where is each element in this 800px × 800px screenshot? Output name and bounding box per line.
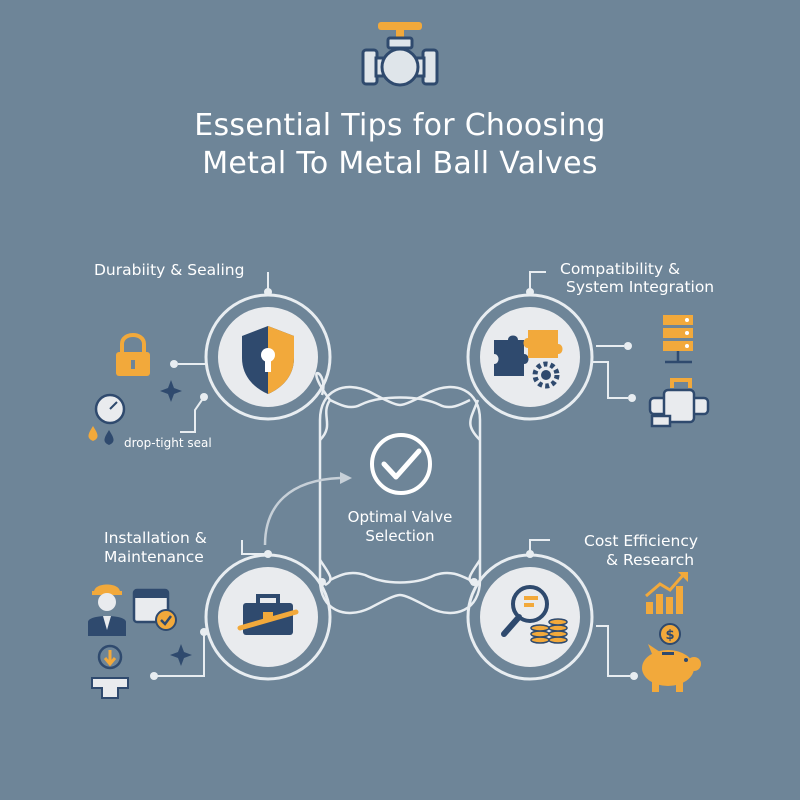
node-cost xyxy=(466,539,638,681)
server-icon xyxy=(663,315,693,364)
checkmark-circle-icon xyxy=(370,433,432,495)
pipe-fitting-icon xyxy=(91,677,129,699)
label-durability: Durabiity & Sealing xyxy=(94,261,245,279)
svg-text:$: $ xyxy=(665,628,674,643)
download-icon xyxy=(97,644,123,670)
checkmark-icon xyxy=(381,448,422,480)
node-compatibility xyxy=(466,271,636,421)
piggy-bank-icon xyxy=(642,644,701,692)
dollar-coin-icon: $ xyxy=(659,623,681,645)
padlock-icon xyxy=(116,333,150,376)
pressure-gauge-icon xyxy=(94,393,126,425)
label-compatibility-line2: System Integration xyxy=(566,278,715,296)
page-title-line2: Metal To Metal Ball Valves xyxy=(202,146,598,181)
note-drop-tight-seal: drop-tight seal xyxy=(124,436,212,450)
label-compatibility-line1: Compatibility & xyxy=(560,260,681,278)
arrow-head-icon xyxy=(340,472,352,484)
label-cost-line2: & Research xyxy=(606,551,695,569)
pipe-valve-icon xyxy=(648,378,710,428)
label-installation-line1: Installation & xyxy=(104,529,207,547)
growth-chart-icon xyxy=(645,572,688,614)
ball-valve-icon xyxy=(361,22,439,87)
label-cost-line1: Cost Efficiency xyxy=(584,532,699,550)
sparkle-icon xyxy=(160,380,182,402)
node-durability xyxy=(170,272,332,433)
label-installation-line2: Maintenance xyxy=(104,548,204,566)
engineer-icon xyxy=(88,584,126,636)
node-installation xyxy=(150,540,332,681)
page-title-line1: Essential Tips for Choosing xyxy=(194,108,606,143)
center-node xyxy=(370,433,432,495)
puzzle-gear-icon xyxy=(494,335,529,376)
sparkle-icon-2 xyxy=(170,644,192,666)
calendar-check-icon xyxy=(132,588,177,631)
center-label: Optimal Valve Selection xyxy=(347,508,453,545)
water-drops-icon xyxy=(88,426,114,445)
